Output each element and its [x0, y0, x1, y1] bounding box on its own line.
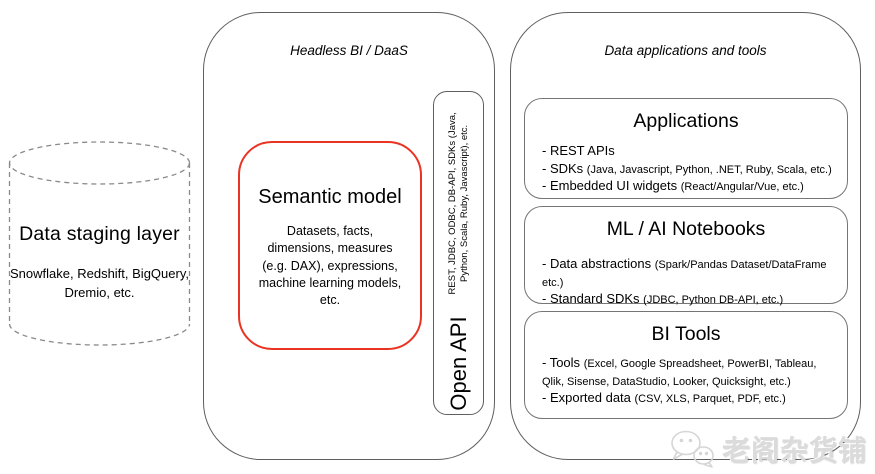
staging-subtitle: Snowflake, Redshift, BigQuery, Dremio, e… — [10, 266, 189, 300]
semantic-model-body: Datasets, facts, dimensions, measures (e… — [258, 224, 402, 307]
list-item: - SDKs (Java, Javascript, Python, .NET, … — [542, 160, 832, 176]
list-item: - Data abstractions (Spark/Pandas Datase… — [542, 256, 827, 289]
ml-ai-notebooks-box: ML / AI Notebooks - Data abstractions (S… — [524, 206, 848, 306]
applications-items: - REST APIs - SDKs (Java, Javascript, Py… — [525, 133, 847, 195]
applications-title: Applications — [633, 110, 739, 132]
wechat-chat-bubbles-icon — [671, 430, 714, 468]
open-api-title: Open API — [445, 316, 471, 411]
list-item: - Standard SDKs (JDBC, Python DB-API, et… — [542, 291, 784, 307]
bi-tools-items: - Tools (Excel, Google Spreadsheet, Powe… — [525, 346, 847, 407]
bi-tools-title: BI Tools — [651, 323, 721, 345]
headless-title: Headless BI / DaaS — [290, 43, 408, 58]
data-apps-title: Data applications and tools — [604, 43, 767, 58]
ml-ai-notebooks-items: - Data abstractions (Spark/Pandas Datase… — [525, 241, 847, 308]
ml-ai-notebooks-title: ML / AI Notebooks — [606, 218, 766, 240]
list-item: - Exported data (CSV, XLS, Parquet, PDF,… — [542, 390, 786, 406]
applications-box: Applications - REST APIs - SDKs (Java, J… — [524, 98, 848, 199]
headless-bi-container: Headless BI / DaaS Semantic model Datase… — [203, 12, 495, 460]
cylinder-shape-icon — [8, 141, 191, 346]
semantic-model-box: Semantic model Datasets, facts, dimensio… — [238, 141, 422, 350]
open-api-subtitle: REST, JDBC, ODBC, DB-API, SDKs (Java, Py… — [446, 112, 470, 295]
data-apps-container: Data applications and tools Applications… — [510, 12, 861, 460]
semantic-model-title: Semantic model — [258, 186, 402, 208]
watermark: 老阁杂货铺 — [669, 429, 867, 469]
open-api-rotated-label: Open API REST, JDBC, ODBC, DB-API, SDKs … — [434, 92, 484, 414]
list-item: - REST APIs — [542, 143, 615, 158]
open-api-box: Open API REST, JDBC, ODBC, DB-API, SDKs … — [433, 91, 484, 415]
data-staging-cylinder: Data staging layer Snowflake, Redshift, … — [8, 141, 191, 346]
list-item: - Tools (Excel, Google Spreadsheet, Powe… — [542, 355, 817, 388]
watermark-text: 老阁杂货铺 — [721, 435, 867, 466]
staging-title: Data staging layer — [19, 223, 180, 245]
bi-tools-box: BI Tools - Tools (Excel, Google Spreadsh… — [524, 311, 848, 419]
list-item: - Embedded UI widgets (React/Angular/Vue… — [542, 178, 804, 194]
